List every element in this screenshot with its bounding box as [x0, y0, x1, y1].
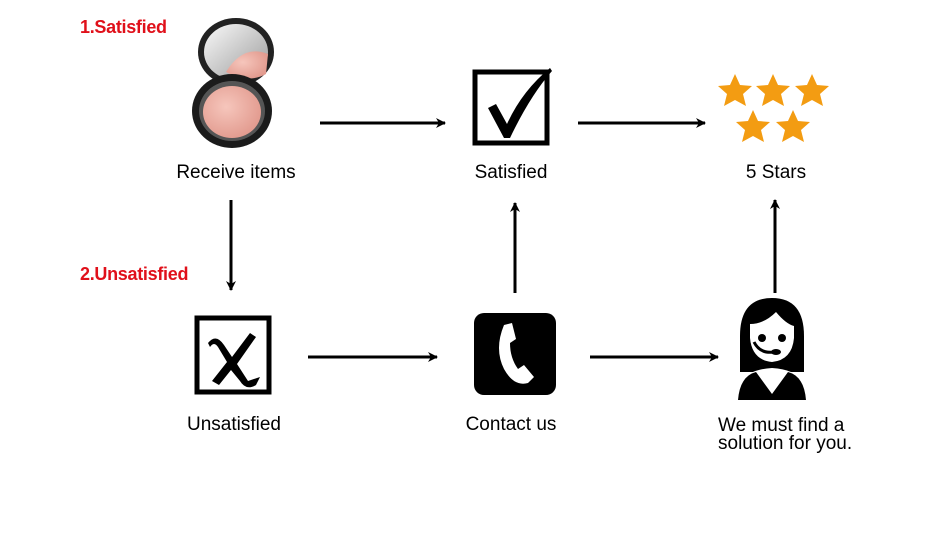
satisfied-heading: 1.Satisfied: [80, 17, 167, 37]
five-stars-icon: [718, 74, 829, 142]
unsatisfied-label: Unsatisfied: [187, 414, 281, 435]
checkbox-crossed-icon: [194, 315, 272, 395]
receive-items-label: Receive items: [176, 162, 296, 183]
compact-mirror-icon: [192, 18, 274, 148]
customer-support-agent-icon: [736, 298, 808, 400]
satisfied-label: Satisfied: [474, 162, 548, 183]
checkbox-checked-icon: [472, 68, 552, 146]
five-stars-label: 5 Stars: [745, 162, 807, 183]
contact-us-label: Contact us: [465, 414, 557, 435]
phone-icon[interactable]: [474, 313, 556, 395]
unsatisfied-heading: 2.Unsatisfied: [80, 264, 189, 284]
solution-label: We must find a solution for you.: [718, 415, 853, 454]
